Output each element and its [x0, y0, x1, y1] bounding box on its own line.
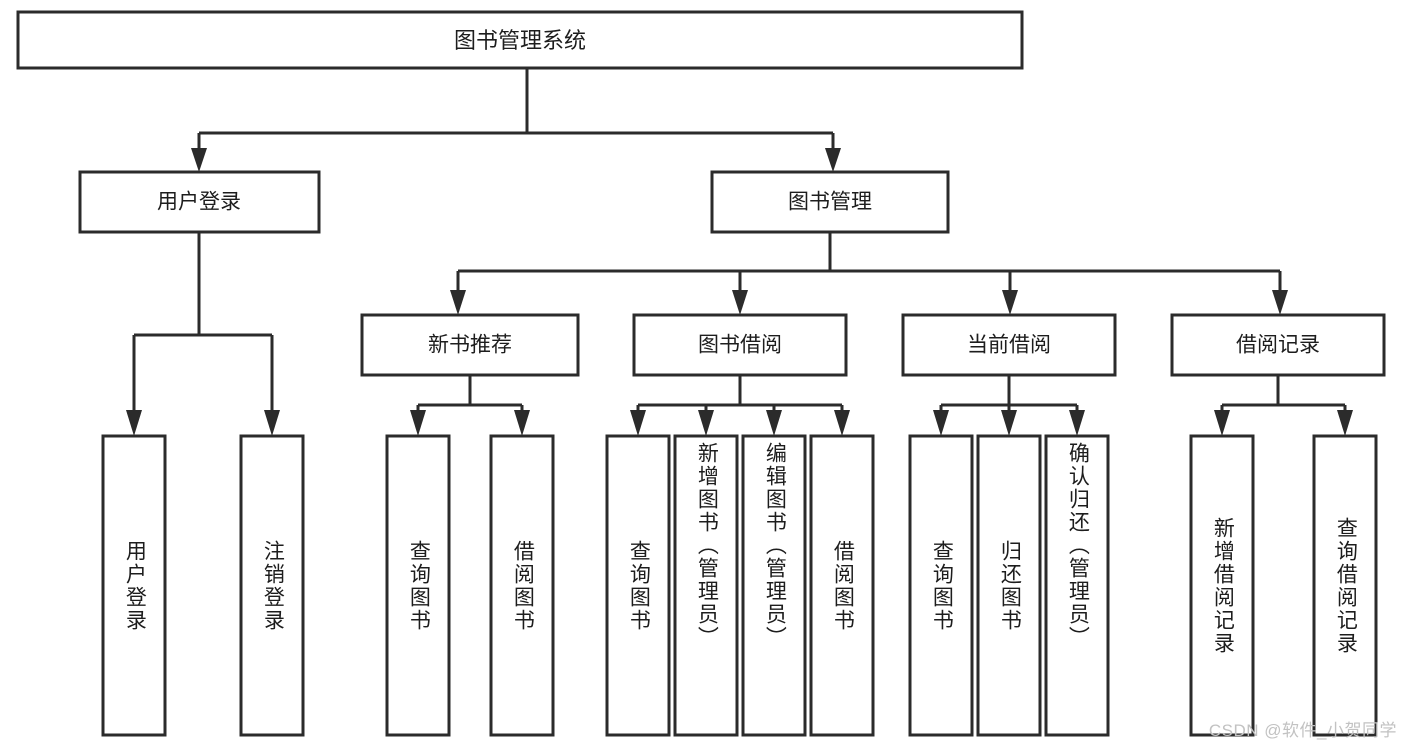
- node-new-book-recommend-label: 新书推荐: [428, 334, 512, 357]
- node-borrow-record-label: 借阅记录: [1236, 334, 1320, 357]
- arrow-book-mgmt-to-current: [1002, 290, 1018, 315]
- leaf-box-current-borrow-1[interactable]: [908, 434, 974, 737]
- leaf-box-book-borrow-3[interactable]: [741, 434, 807, 737]
- node-book-borrow-box[interactable]: [632, 313, 848, 377]
- leaf-box-user-login-1[interactable]: [101, 434, 167, 737]
- node-root-box[interactable]: [16, 10, 1024, 70]
- leaf-box-current-borrow-2[interactable]: [976, 434, 1042, 737]
- arrow-book-mgmt-to-new-book: [450, 290, 466, 315]
- arrow-user-login-leaf-2: [264, 410, 280, 436]
- arrow-current-borrow-leaf-3: [1069, 410, 1085, 436]
- node-book-management-label: 图书管理: [788, 191, 872, 214]
- node-current-borrow-label: 当前借阅: [967, 334, 1051, 357]
- leaf-box-book-borrow-1[interactable]: [605, 434, 671, 737]
- arrow-borrow-record-leaf-2: [1337, 410, 1353, 436]
- node-root-label: 图书管理系统: [454, 28, 586, 53]
- leaf-box-book-borrow-2[interactable]: [673, 434, 739, 737]
- node-borrow-record-box[interactable]: [1170, 313, 1386, 377]
- node-current-borrow-box[interactable]: [901, 313, 1117, 377]
- csdn-watermark: CSDN @软件_小贺同学: [1208, 721, 1397, 740]
- leaf-box-new-book-2[interactable]: [489, 434, 555, 737]
- node-book-management-box[interactable]: [710, 170, 950, 234]
- arrow-root-to-book-mgmt: [825, 148, 841, 172]
- arrow-book-mgmt-to-record: [1272, 290, 1288, 315]
- arrow-user-login-leaf-1: [126, 410, 142, 436]
- node-new-book-recommend-box[interactable]: [360, 313, 580, 377]
- arrow-root-to-user-login: [191, 148, 207, 172]
- node-book-borrow-label: 图书借阅: [698, 334, 782, 357]
- arrow-book-borrow-leaf-1: [630, 410, 646, 436]
- leaf-box-user-login-2[interactable]: [239, 434, 305, 737]
- arrow-book-borrow-leaf-4: [834, 410, 850, 436]
- leaf-box-book-borrow-4[interactable]: [809, 434, 875, 737]
- arrow-new-book-leaf-1: [410, 410, 426, 436]
- arrow-current-borrow-leaf-2: [1001, 410, 1017, 436]
- leaf-box-new-book-1[interactable]: [385, 434, 451, 737]
- arrow-book-mgmt-to-borrow: [732, 290, 748, 315]
- arrow-book-borrow-leaf-2: [698, 410, 714, 436]
- arrow-book-borrow-leaf-3: [766, 410, 782, 436]
- leaf-box-current-borrow-3[interactable]: [1044, 434, 1110, 737]
- leaf-box-borrow-record-2[interactable]: [1312, 434, 1378, 737]
- arrow-borrow-record-leaf-1: [1214, 410, 1230, 436]
- leaf-box-borrow-record-1[interactable]: [1189, 434, 1255, 737]
- arrow-current-borrow-leaf-1: [933, 410, 949, 436]
- arrow-new-book-leaf-2: [514, 410, 530, 436]
- node-user-login-label: 用户登录: [157, 191, 241, 214]
